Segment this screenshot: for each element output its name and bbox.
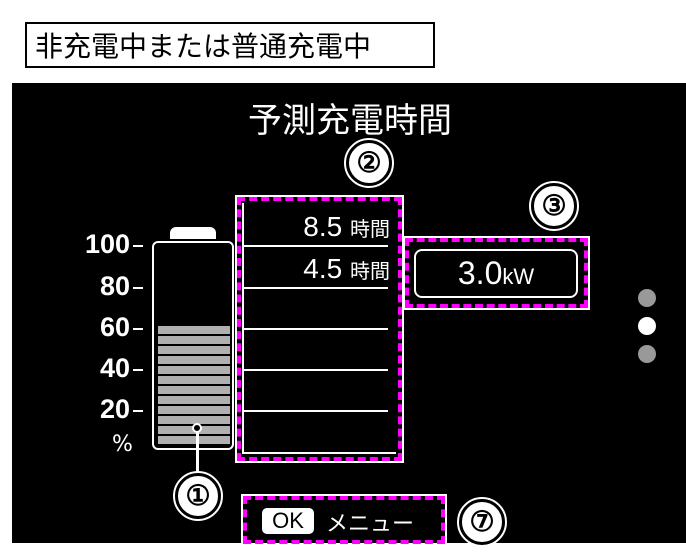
time-row-2: 4.5 時間	[303, 253, 390, 284]
battery-fill-segment	[158, 336, 230, 344]
callout-3: ③	[529, 181, 579, 231]
tick-40: 40	[99, 353, 130, 383]
page-dot-active	[638, 317, 656, 335]
battery-fill-segment	[158, 326, 230, 334]
tick-mark	[133, 328, 143, 330]
grid-line	[242, 328, 388, 330]
grid-line	[242, 287, 388, 289]
grid-line	[242, 245, 388, 247]
grid-line	[242, 369, 388, 371]
page-dot	[638, 345, 656, 363]
tick-mark	[133, 369, 143, 371]
battery-fill-segment	[158, 416, 230, 424]
callout-box-7	[241, 494, 447, 546]
time-row-1: 8.5 時間	[303, 211, 390, 242]
grid-line	[242, 410, 388, 412]
battery-fill-segment	[158, 386, 230, 394]
battery-fill-segment	[158, 376, 230, 384]
callout-box-2	[235, 195, 404, 463]
battery-fill-segment	[158, 406, 230, 414]
tick-mark	[133, 287, 143, 289]
screen-title: 予測充電時間	[248, 101, 452, 141]
callout-dot	[192, 423, 202, 433]
unit-percent: %	[112, 432, 133, 457]
ok-button[interactable]: OK	[262, 508, 314, 534]
tick-mark	[133, 245, 143, 247]
tick-100: 100	[84, 229, 130, 259]
battery-fill-segment	[158, 346, 230, 354]
battery-fill-segment	[158, 436, 230, 444]
status-label: 非充電中または普通充電中	[25, 22, 435, 68]
tick-60: 60	[99, 312, 130, 342]
callout-leader	[196, 428, 199, 478]
callout-7: ⑦	[457, 497, 507, 547]
battery-fill-segment	[158, 396, 230, 404]
battery-fill-segment	[158, 366, 230, 374]
battery-gauge	[152, 241, 234, 450]
tick-mark	[133, 410, 143, 412]
battery-cap	[170, 227, 216, 239]
charge-power: 3.0kW	[414, 249, 578, 298]
callout-2: ②	[344, 138, 394, 188]
page-dot	[638, 289, 656, 307]
menu-label: メニュー	[326, 512, 415, 537]
tick-80: 80	[99, 271, 130, 301]
tick-20: 20	[99, 394, 130, 424]
callout-1: ①	[173, 471, 223, 521]
battery-fill-segment	[158, 356, 230, 364]
callout-box-3	[403, 236, 590, 310]
